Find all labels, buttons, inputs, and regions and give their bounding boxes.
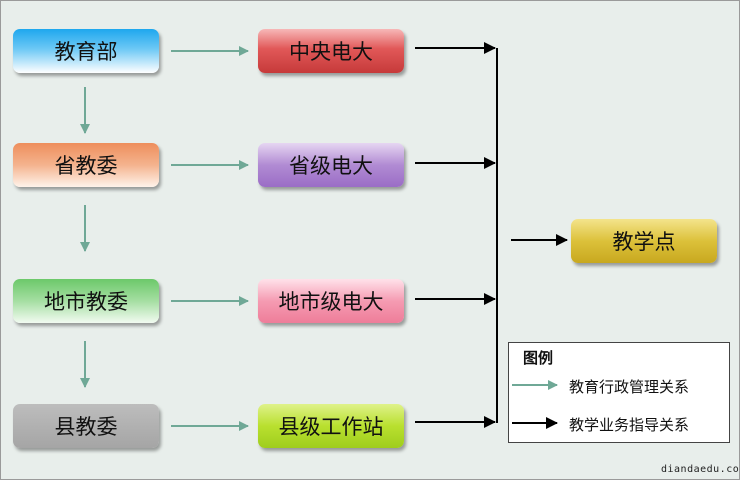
legend: 图例 教育行政管理关系 教学业务指导关系 (508, 342, 730, 443)
legend-title: 图例 (523, 349, 554, 367)
node-county-workstation: 县级工作站 (258, 404, 404, 448)
node-teaching-point: 教学点 (571, 219, 717, 263)
node-provincial-tv-university: 省级电大 (258, 143, 404, 187)
node-city-tv-university: 地市级电大 (258, 279, 404, 323)
node-ministry-of-education: 教育部 (13, 29, 159, 73)
legend-teaching-label: 教学业务指导关系 (569, 416, 690, 434)
watermark: diandaedu.com (661, 464, 740, 475)
node-county-education-commission: 县教委 (13, 404, 159, 448)
legend-admin-label: 教育行政管理关系 (569, 378, 690, 396)
node-city-education-commission: 地市教委 (13, 279, 159, 323)
node-provincial-education-commission: 省教委 (13, 143, 159, 187)
legend-swatches (512, 380, 558, 429)
node-central-tv-university: 中央电大 (258, 29, 404, 73)
